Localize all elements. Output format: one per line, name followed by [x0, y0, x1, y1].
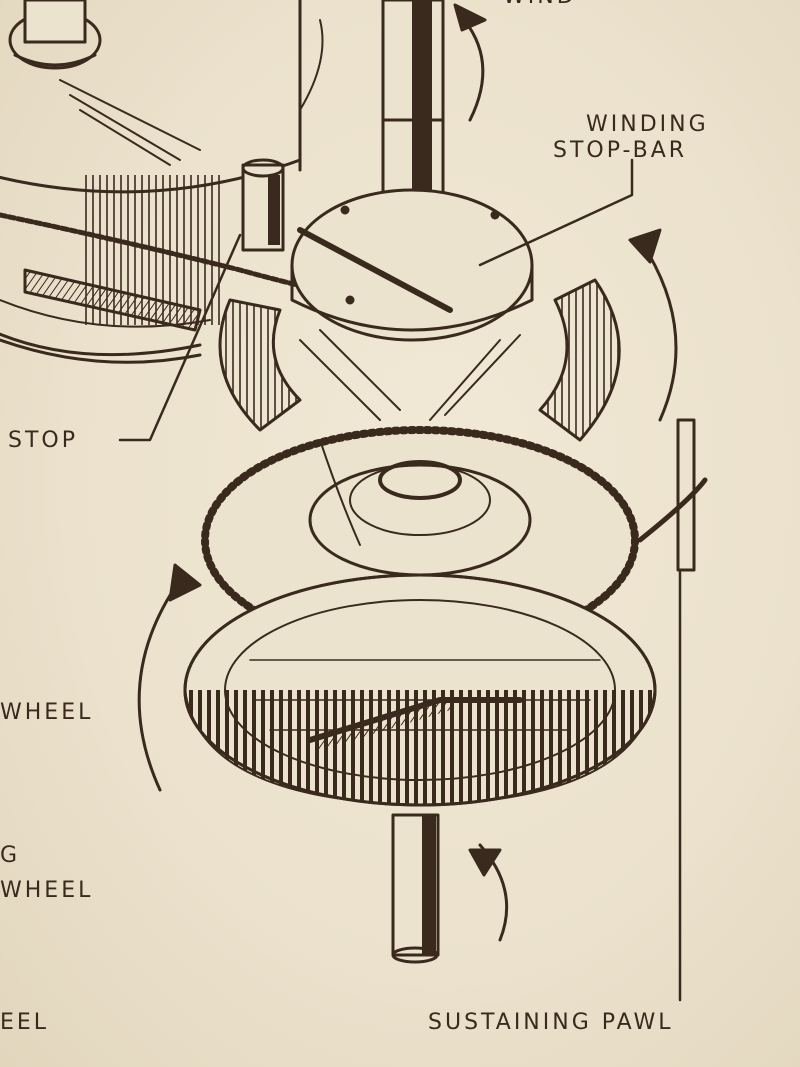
label-stop: STOP	[8, 428, 78, 453]
upper-arc-segments	[218, 278, 621, 442]
hatched-lever	[23, 268, 202, 332]
stop-leader-line	[118, 233, 242, 442]
label-winding-top: WIND	[503, 0, 577, 8]
sustaining-pawl	[637, 418, 708, 1002]
stop-bar-leader-line	[478, 158, 634, 267]
label-winding-stop-bar-line2: STOP-BAR	[553, 138, 688, 163]
label-winding-stop-bar-line1: WINDING	[586, 112, 709, 137]
label-wheel-2: WHEEL	[0, 878, 94, 903]
stop-bar-plate	[290, 188, 534, 342]
rotation-arrows	[137, 3, 678, 942]
label-g-fragment: G	[0, 843, 21, 868]
label-eel-fragment: EEL	[0, 1010, 50, 1035]
lower-large-gear	[183, 573, 657, 807]
stop-post	[241, 158, 285, 252]
label-sustaining-pawl: SUSTAINING PAWL	[428, 1010, 674, 1035]
bottom-shaft	[391, 813, 440, 964]
label-wheel-1: WHEEL	[0, 700, 94, 725]
